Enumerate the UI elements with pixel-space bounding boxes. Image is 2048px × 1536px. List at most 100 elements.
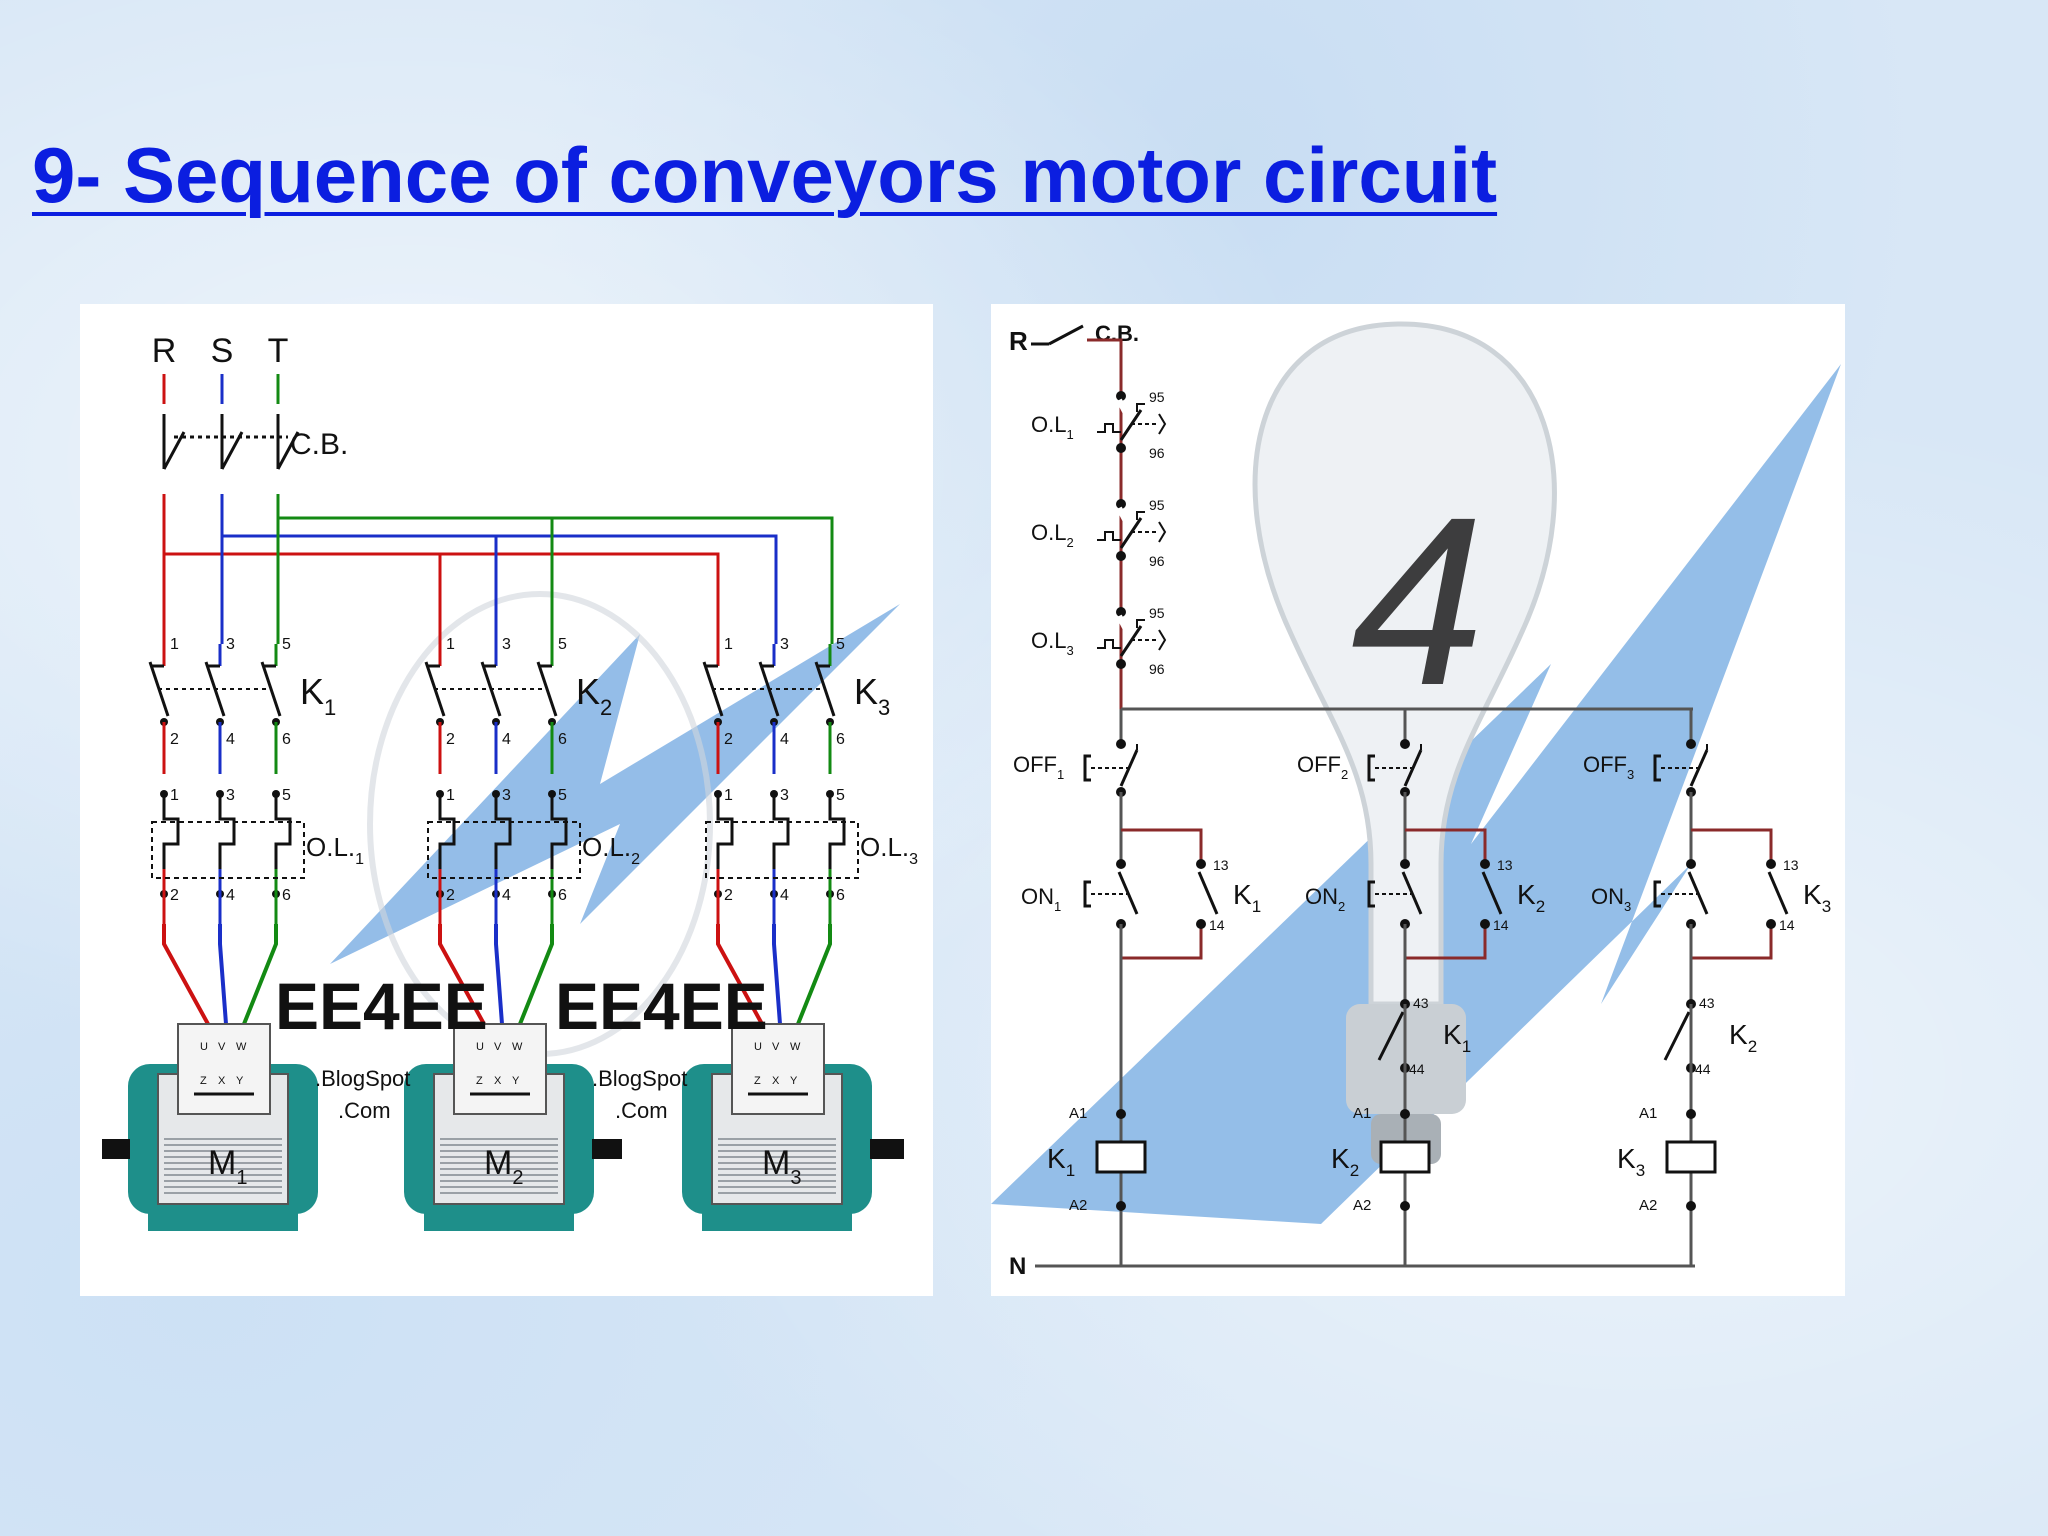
overload-contact-label: O.L3 [1031, 628, 1074, 658]
terminal-14-label: 14 [1209, 917, 1225, 933]
phase-r-label: R [152, 332, 177, 370]
seal-in-label: K1 [1233, 879, 1261, 916]
terminal-in-label: 1 [724, 636, 733, 653]
brand-com-1: .Com [338, 1098, 391, 1123]
motor-terminal-label: X [772, 1075, 780, 1087]
on-contact [1117, 871, 1139, 915]
motor-lead [796, 924, 832, 1025]
ol-terminal-out-label: 4 [502, 887, 511, 904]
breaker-label: C.B. [290, 428, 348, 461]
ol-terminal-out-label: 6 [282, 887, 291, 904]
overload-element [828, 794, 846, 869]
on-button [1653, 880, 1661, 908]
seal-in-label: K3 [1803, 879, 1831, 916]
terminal-out-label: 6 [558, 731, 567, 748]
overload-element [438, 794, 456, 869]
terminal-95-label: 95 [1149, 605, 1165, 621]
motor-base [702, 1209, 852, 1231]
coil-a1-label: A1 [1353, 1105, 1371, 1122]
overload-element [162, 794, 180, 869]
terminal-44-label: 44 [1695, 1061, 1711, 1077]
motor-terminal-label: W [236, 1041, 247, 1053]
terminal-in-label: 3 [226, 636, 235, 653]
motor-terminal-label: X [494, 1075, 502, 1087]
motor-lead [242, 924, 278, 1025]
motor-lead [438, 924, 486, 1025]
brand-blogspot-2: .BlogSpot [592, 1066, 687, 1091]
terminal-out-label: 2 [724, 731, 733, 748]
lightning-watermark [991, 364, 1841, 1224]
motor-lead [494, 924, 504, 1025]
contactor-contact [260, 661, 282, 717]
motor-terminal-label: Y [512, 1075, 520, 1087]
brand-com-2: .Com [615, 1098, 668, 1123]
motor-terminal-label: X [218, 1075, 226, 1087]
motor-terminal-label: W [512, 1041, 523, 1053]
contactor-label: K1 [300, 671, 336, 720]
terminal-96-label: 96 [1149, 553, 1165, 569]
motor-terminal-label: V [772, 1041, 780, 1053]
off-button [1083, 754, 1091, 782]
terminal-out-label: 2 [446, 731, 455, 748]
interlock-contact [1663, 1011, 1691, 1061]
seal-in-label: K2 [1517, 879, 1545, 916]
ol-terminal-in-label: 5 [836, 787, 845, 804]
seal-in-contact [1197, 871, 1219, 915]
supply-label: R [1009, 326, 1028, 356]
overload-element [494, 794, 512, 869]
overload-box [151, 821, 305, 879]
terminal-out-label: 4 [502, 731, 511, 748]
contactor-coil [1379, 1140, 1431, 1174]
terminal-95-label: 95 [1149, 389, 1165, 405]
overload-label: O.L.1 [306, 832, 364, 868]
ol-terminal-in-label: 5 [282, 787, 291, 804]
terminal-44-label: 44 [1409, 1061, 1425, 1077]
terminal-14-label: 14 [1493, 917, 1509, 933]
ol-terminal-out-label: 6 [558, 887, 567, 904]
terminal-in-label: 1 [170, 636, 179, 653]
coil-a2-label: A2 [1353, 1197, 1371, 1214]
contactor-coil [1665, 1140, 1717, 1174]
terminal-out-label: 6 [836, 731, 845, 748]
motor-terminal-label: U [754, 1041, 762, 1053]
motor-terminal-label: W [790, 1041, 801, 1053]
ol-terminal-in-label: 3 [502, 787, 511, 804]
bus-bars [162, 494, 834, 644]
terminal-14-label: 14 [1779, 917, 1795, 933]
terminal-43-label: 43 [1699, 995, 1715, 1011]
motor-lead [772, 924, 782, 1025]
coil-label: K3 [1617, 1143, 1645, 1180]
overload-label: O.L.3 [860, 832, 918, 868]
coil-a1-label: A1 [1069, 1105, 1087, 1122]
terminal-out-label: 6 [282, 731, 291, 748]
motor-terminal-label: V [494, 1041, 502, 1053]
on-button-label: ON1 [1021, 884, 1061, 914]
coil-a2-label: A2 [1639, 1197, 1657, 1214]
motor-terminal-label: V [218, 1041, 226, 1053]
phase-s-label: S [211, 332, 234, 370]
terminal-13-label: 13 [1783, 857, 1799, 873]
ol-terminal-out-label: 4 [226, 887, 235, 904]
ol-terminal-in-label: 3 [780, 787, 789, 804]
terminal-95-label: 95 [1149, 497, 1165, 513]
on-button [1083, 880, 1091, 908]
overload-element [218, 794, 236, 869]
overload-contact-label: O.L2 [1031, 520, 1074, 550]
contactor-contact [814, 661, 836, 717]
seal-in-contact [1481, 871, 1503, 915]
motor-base [148, 1209, 298, 1231]
ol-terminal-out-label: 4 [780, 887, 789, 904]
brand-blogspot-1: .BlogSpot [315, 1066, 410, 1091]
motor-terminal-label: Z [476, 1075, 483, 1087]
off-button-label: OFF2 [1297, 752, 1348, 782]
overload-box [427, 821, 581, 879]
terminal-13-label: 13 [1213, 857, 1229, 873]
